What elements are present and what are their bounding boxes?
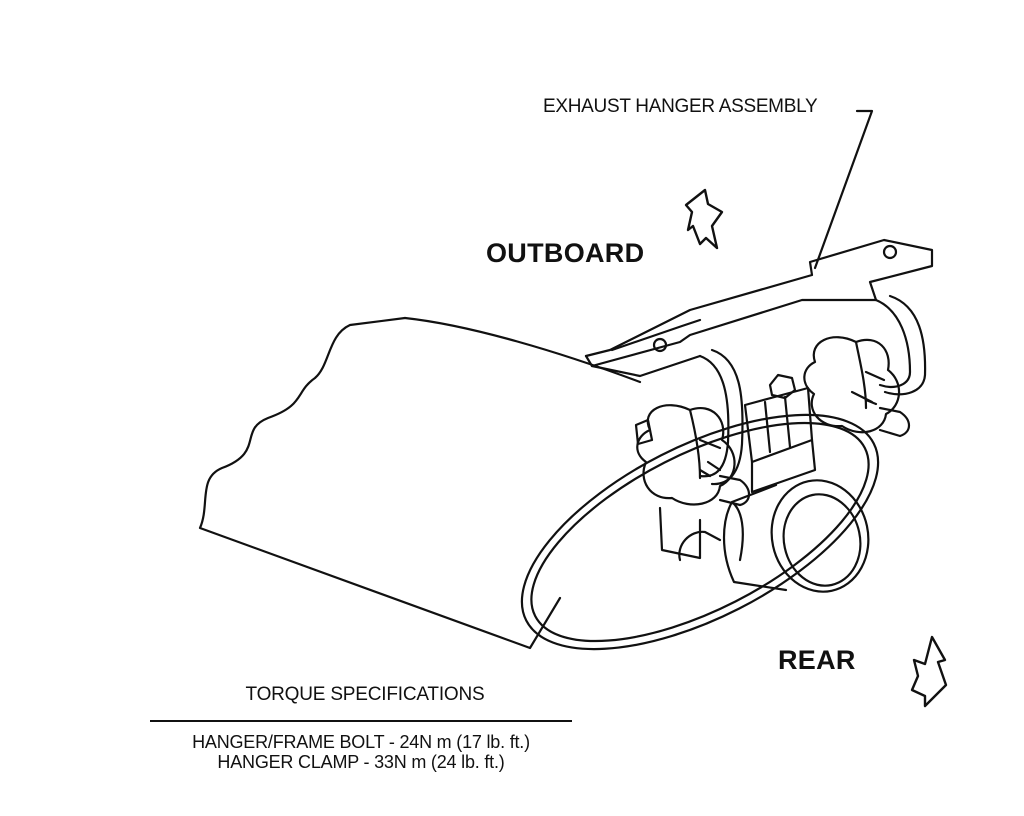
callout-leader [813,109,874,270]
direction-label-rear: REAR [778,645,856,675]
muffler-body [198,316,880,651]
torque-divider [150,720,572,722]
torque-spec-hanger-frame-bolt: HANGER/FRAME BOLT - 24N m (17 lb. ft.) [192,732,530,752]
torque-spec-hanger-clamp: HANGER CLAMP - 33N m (24 lb. ft.) [217,752,505,772]
outboard-arrow-icon [684,188,724,250]
right-rubber-insulator [803,336,911,438]
rear-arrow-icon [910,635,948,708]
hanger-clamp [658,373,817,562]
direction-label-outboard: OUTBOARD [486,238,645,268]
torque-title: TORQUE SPECIFICATIONS [245,684,485,705]
callout-exhaust-hanger-assembly: EXHAUST HANGER ASSEMBLY [543,96,818,117]
torque-specifications: TORQUE SPECIFICATIONS HANGER/FRAME BOLT … [150,684,572,772]
tailpipe [722,479,870,593]
left-rubber-insulator [634,404,751,507]
